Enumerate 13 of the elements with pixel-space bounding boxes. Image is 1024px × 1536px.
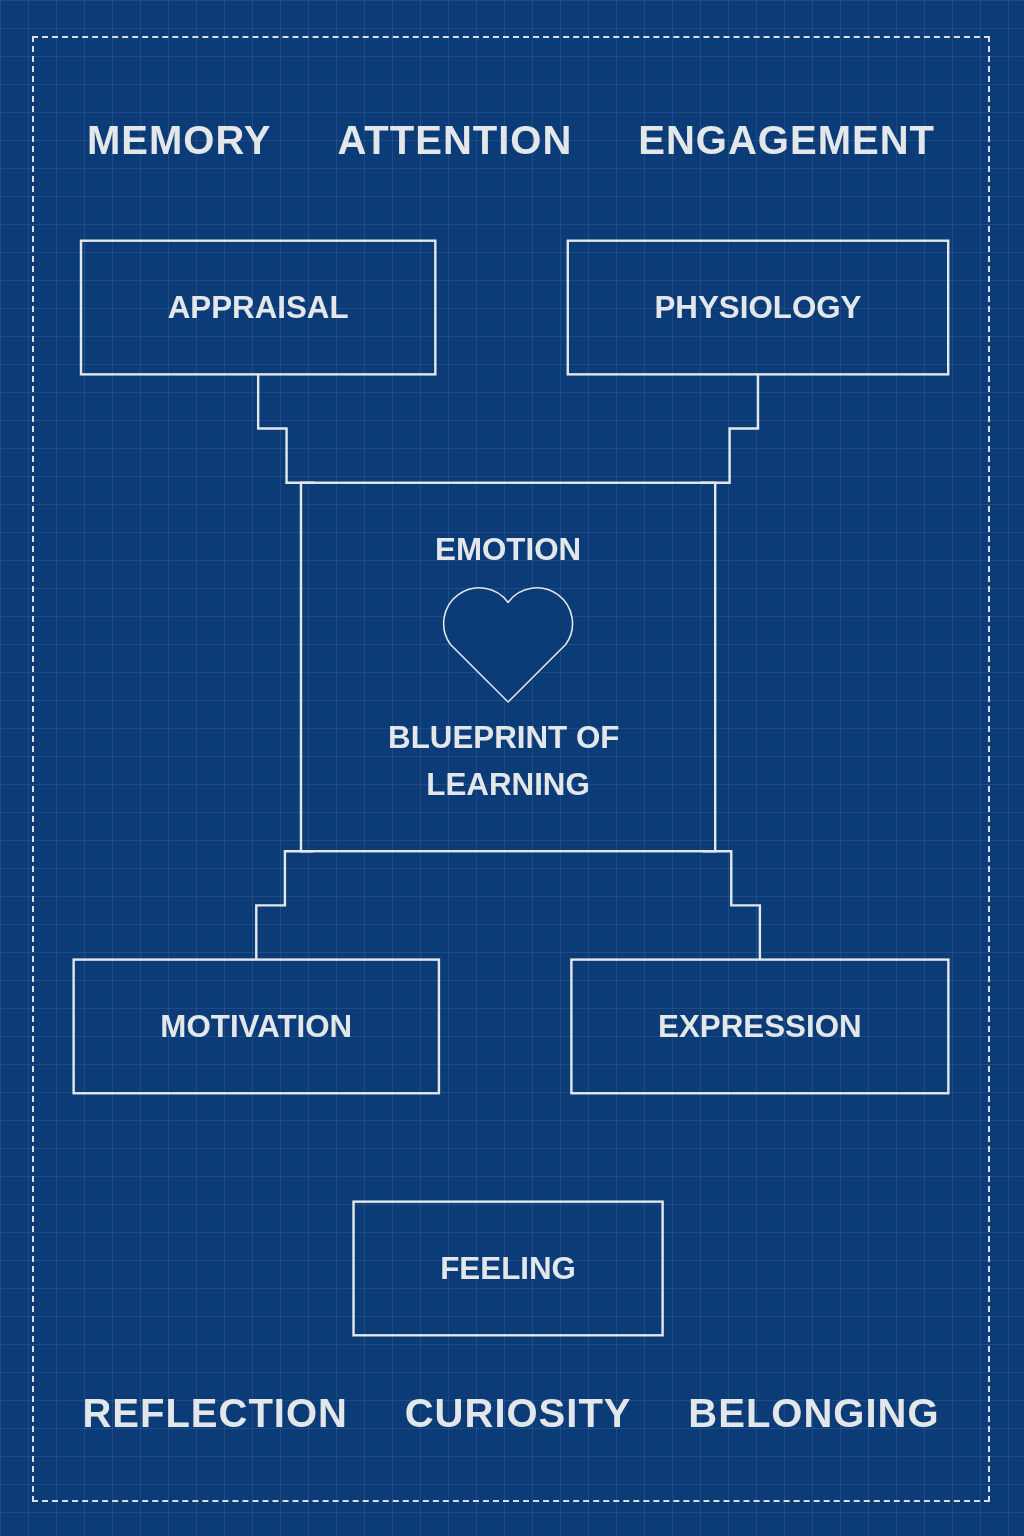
node-box (566, 239, 950, 376)
node-box (79, 239, 437, 376)
node-box (570, 958, 950, 1095)
concept-label: REFLECTION (82, 1391, 348, 1436)
node-box (72, 958, 441, 1095)
concept-label: BELONGING (688, 1391, 940, 1436)
concept-label: CURIOSITY (404, 1391, 632, 1436)
concept-label: ENGAGEMENT (638, 118, 935, 163)
node-box (352, 1200, 664, 1337)
node-box (299, 481, 717, 853)
concept-label: ATTENTION (337, 118, 573, 163)
concept-label: MEMORY (86, 118, 272, 163)
dashed-frame: MEMORY ATTENTION ENGAGEMENT APPRAISAL PHYSIOLOGY EMOTION BLUEPRINT OF LEARNING MOTIVATION EXPRESSION FEELING REFLECTION CURIOSITY BELONGING (32, 36, 990, 1502)
